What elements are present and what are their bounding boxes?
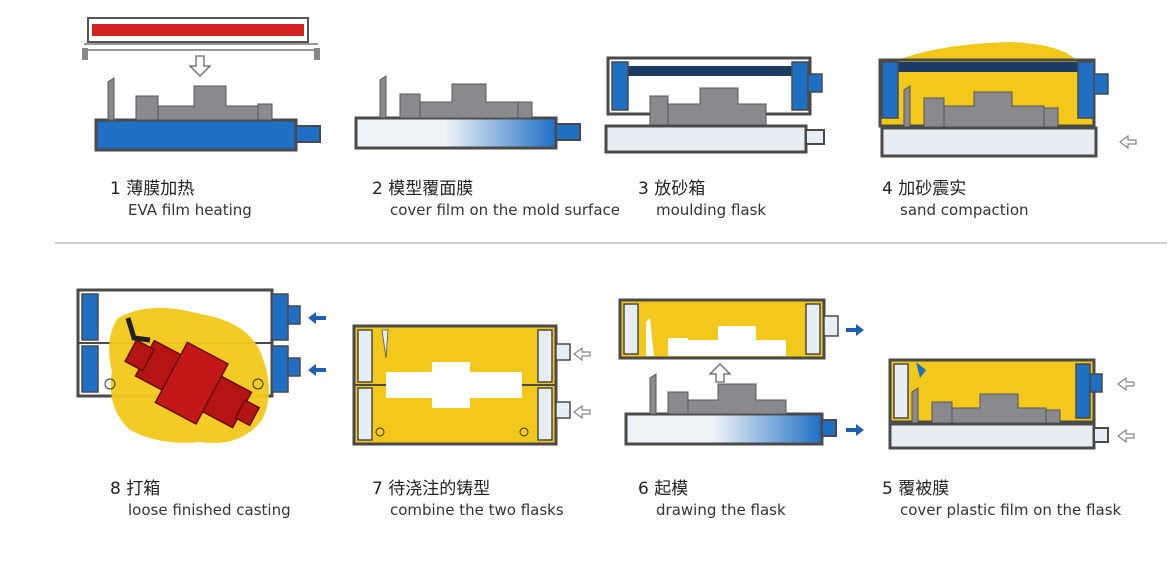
air-arrow-icon — [846, 424, 864, 436]
down-arrow-icon — [188, 55, 212, 77]
step-2-caption: 2 模型覆面膜 cover film on the mold surface — [372, 179, 620, 219]
casting — [124, 339, 261, 429]
step-2-illustration — [354, 75, 581, 150]
air-arrow-icon — [846, 324, 864, 336]
air-arrow-icon — [308, 364, 326, 376]
left-arrow-icon — [1119, 134, 1137, 150]
step-4-caption: 4 加砂震实 sand compaction — [882, 179, 1029, 219]
heater — [82, 17, 320, 60]
air-arrow-icon — [1117, 376, 1135, 392]
step-8-illustration — [76, 288, 326, 444]
step-3-caption: 3 放砂箱 moulding flask — [638, 179, 767, 219]
air-arrow-icon — [573, 346, 591, 362]
step-6-caption: 6 起模 drawing the flask — [638, 479, 786, 519]
air-arrow-icon — [308, 312, 326, 324]
step-5-illustration — [888, 358, 1135, 450]
pattern-plate — [94, 77, 321, 152]
step-4-illustration — [878, 42, 1137, 158]
air-arrow-icon — [1117, 428, 1135, 444]
step-7-illustration — [352, 324, 591, 446]
step-5-caption: 5 覆被膜 cover plastic film on the flask — [882, 479, 1122, 519]
step-3-illustration — [604, 56, 825, 154]
step-6-illustration — [618, 298, 864, 446]
air-arrow-icon — [573, 404, 591, 420]
step-1-caption: 1 薄膜加热 EVA film heating — [110, 179, 252, 219]
step-8-caption: 8 打箱 loose finished casting — [110, 479, 291, 519]
step-7-caption: 7 待浇注的铸型 combine the two flasks — [372, 479, 564, 519]
up-arrow-icon — [708, 363, 732, 383]
step-1-illustration — [82, 17, 321, 152]
row-divider — [55, 242, 1167, 244]
